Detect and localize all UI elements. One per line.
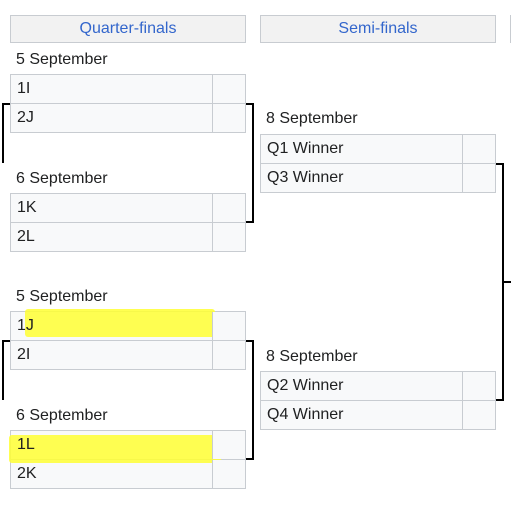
qf4-team1-row: 1L [9, 430, 246, 463]
qf4-date: 6 September [16, 407, 108, 424]
qf3-team1-row: 1J [10, 309, 246, 341]
qf2-team2-row: 2L [10, 222, 246, 252]
sf1-team2-row: Q3 Winner [260, 163, 496, 193]
qf3-team1-score [212, 312, 245, 340]
sf2-team2-row: Q4 Winner [260, 400, 496, 430]
sf2-team2-score [462, 401, 495, 429]
semifinals-header: Semi-finals [260, 15, 496, 43]
bracket-line [246, 221, 254, 223]
qf1-team1-name: 1I [17, 80, 31, 97]
qf4-team1-name: 1L [17, 436, 35, 453]
bracket-line [2, 103, 10, 105]
qf4-team2-row: 2K [10, 459, 246, 489]
qf4-team2-score [212, 460, 245, 488]
sf2-team1-score [462, 372, 495, 400]
bracket-line [246, 103, 254, 105]
qf2-team2-score [212, 223, 245, 251]
bracket-line [2, 340, 10, 342]
qf1-team2-score [212, 104, 245, 132]
sf1-team1-row: Q1 Winner [260, 134, 496, 164]
qf3-team2-row: 2I [10, 340, 246, 370]
qf4-team1-score [212, 431, 245, 459]
bracket-line [246, 340, 254, 342]
qf3-date: 5 September [16, 288, 108, 305]
sf2-team1-row: Q2 Winner [260, 371, 496, 401]
sf2-team1-name: Q2 Winner [267, 377, 344, 394]
sf1-team1-score [462, 135, 495, 163]
qf1-date: 5 September [16, 51, 108, 68]
bracket-line [496, 163, 504, 165]
qf2-team1-row: 1K [10, 193, 246, 223]
qf3-team2-name: 2I [17, 346, 31, 363]
bracket-line [246, 458, 254, 460]
qf4-team1-highlight [9, 435, 221, 463]
qf1-team1-score [212, 75, 245, 103]
qf2-team2-name: 2L [17, 228, 35, 245]
bracket-line [2, 340, 4, 400]
qf1-team1-row: 1I [10, 74, 246, 104]
qf2-team1-name: 1K [17, 199, 37, 216]
bracket-line [252, 340, 254, 460]
sf1-team2-name: Q3 Winner [267, 169, 344, 186]
bracket-line [502, 281, 511, 283]
sf2-date: 8 September [266, 348, 358, 365]
sf1-date: 8 September [266, 110, 358, 127]
qf2-team1-score [212, 194, 245, 222]
bracket-line [2, 103, 4, 163]
sf1-team1-name: Q1 Winner [267, 140, 344, 157]
qf1-team2-row: 2J [10, 103, 246, 133]
bracket-line [496, 399, 504, 401]
sf1-team2-score [462, 164, 495, 192]
qf4-team2-name: 2K [17, 465, 37, 482]
qf3-team2-score [212, 341, 245, 369]
qf1-team2-name: 2J [17, 109, 34, 126]
qf3-team1-highlight [25, 309, 215, 337]
bracket-line [252, 103, 254, 223]
quarterfinals-header: Quarter-finals [10, 15, 246, 43]
sf2-team2-name: Q4 Winner [267, 406, 344, 423]
qf2-date: 6 September [16, 170, 108, 187]
qf3-team1-name: 1J [17, 317, 34, 334]
